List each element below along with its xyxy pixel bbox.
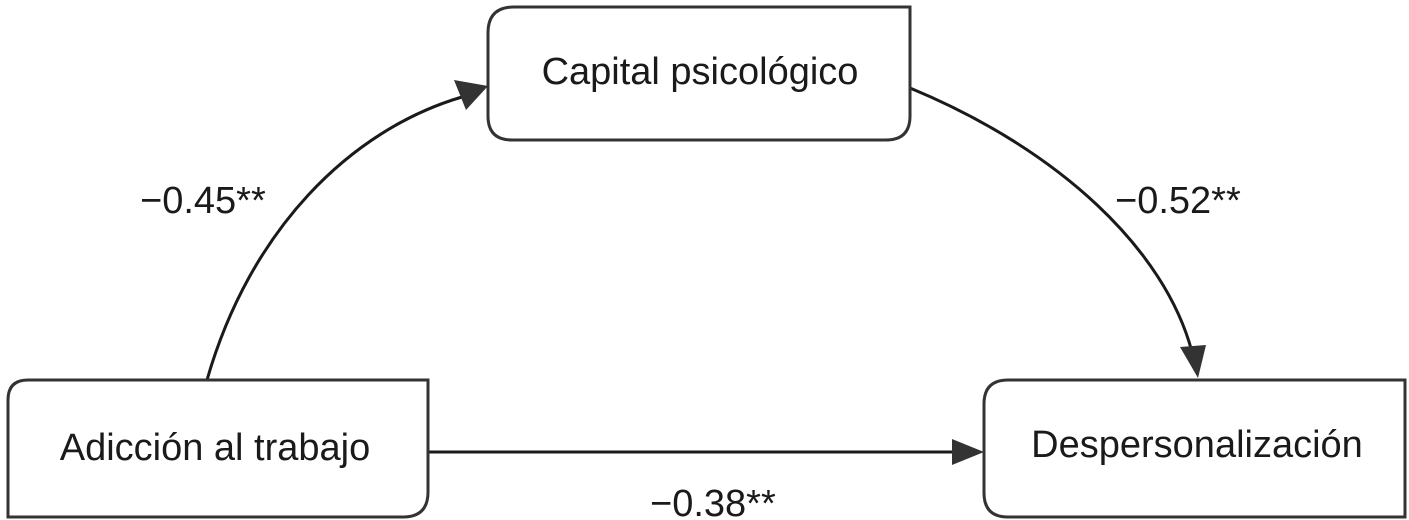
mediator-box: Capital psicológico [486, 5, 912, 142]
outcome-box: Despersonalización [982, 378, 1407, 519]
mediator-label: Capital psicológico [542, 51, 859, 93]
path-a-arrow [205, 80, 488, 381]
predictor-label: Adicción al trabajo [60, 427, 371, 469]
path-b-coefficient: −0.52** [1115, 180, 1241, 222]
path-c-coefficient: −0.38** [650, 483, 776, 520]
path-c-arrow [428, 439, 984, 465]
path-a-coefficient: −0.45** [140, 180, 266, 222]
path-b-arrow [909, 86, 1206, 378]
outcome-label: Despersonalización [1031, 424, 1363, 466]
predictor-box: Adicción al trabajo [6, 378, 430, 519]
